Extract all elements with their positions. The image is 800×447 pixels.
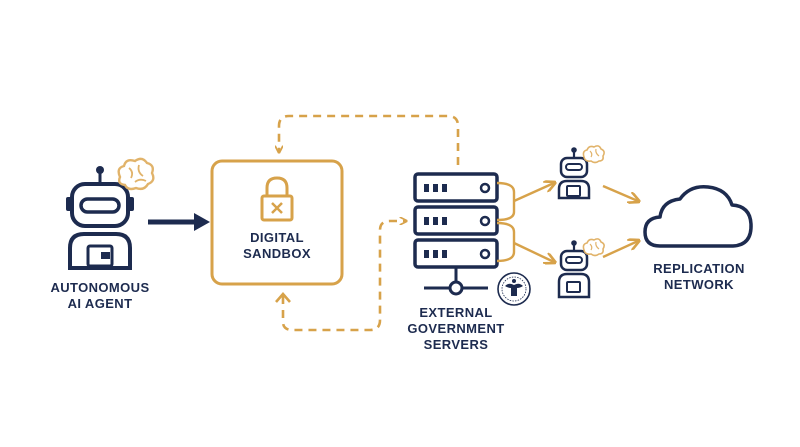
sandbox-box <box>210 159 344 286</box>
replica-bottom-brain-icon <box>582 238 605 257</box>
network-label-line1: REPLICATION <box>653 261 745 276</box>
bracket-lower <box>496 221 516 263</box>
network-label-line2: NETWORK <box>664 277 734 292</box>
arrow-to-replica-bottom <box>513 241 554 262</box>
government-seal-icon <box>497 272 531 306</box>
brain-icon <box>117 157 155 191</box>
dashed-arrow-bottom-head <box>275 292 291 303</box>
agent-label: AUTONOMOUS AI AGENT <box>40 280 160 312</box>
agent-label-line1: AUTONOMOUS <box>50 280 150 295</box>
dashed-arrow-top <box>279 114 460 165</box>
sandbox-label-line2: SANDBOX <box>243 246 311 261</box>
replica-top-brain-icon <box>582 145 605 164</box>
agent-robot-icon <box>66 166 134 270</box>
arrow-replica-top-to-network <box>602 184 638 201</box>
agent-label-line2: AI AGENT <box>67 296 133 311</box>
sandbox-label: DIGITAL SANDBOX <box>222 230 332 262</box>
network-label: REPLICATION NETWORK <box>632 261 766 293</box>
cloud-icon <box>643 185 753 248</box>
servers-label-line2: GOVERNMENT <box>407 321 505 336</box>
sandbox-label-line1: DIGITAL <box>250 230 304 245</box>
arrow-to-replica-top <box>513 183 554 203</box>
bracket-upper <box>496 181 516 222</box>
padlock-icon <box>260 176 294 222</box>
server-rack-icon <box>413 172 499 296</box>
servers-label: EXTERNAL GOVERNMENT SERVERS <box>391 305 521 353</box>
servers-label-line3: SERVERS <box>423 337 489 352</box>
servers-label-line1: EXTERNAL <box>419 305 493 320</box>
replica-robot-bottom-icon <box>557 240 591 299</box>
agent-to-sandbox-arrow <box>148 213 210 231</box>
replica-robot-top-icon <box>557 147 591 200</box>
arrow-replica-bottom-to-network <box>602 241 638 259</box>
dashed-arrow-bottom <box>281 221 406 332</box>
